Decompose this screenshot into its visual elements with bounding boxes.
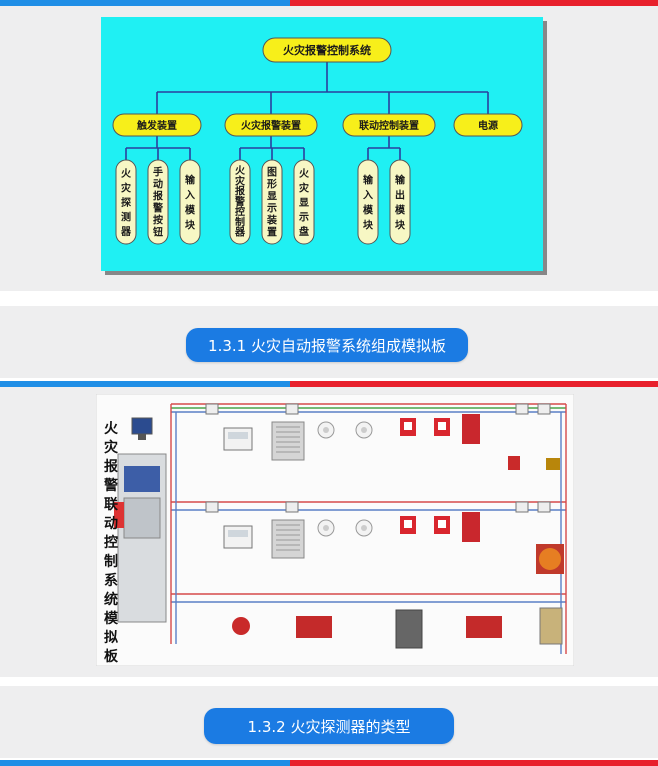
module-icon bbox=[515, 501, 529, 513]
child-node-char: 置 bbox=[267, 226, 277, 238]
child-node-char: 模 bbox=[185, 204, 196, 217]
child-node-char: 模 bbox=[363, 204, 374, 217]
child-node-char: 块 bbox=[185, 219, 196, 232]
group-node bbox=[342, 113, 436, 137]
child-node-char: 器 bbox=[120, 226, 132, 238]
child-node bbox=[115, 159, 137, 245]
caption-detector-types: 1.3.2 火灾探测器的类型 bbox=[204, 708, 454, 744]
group-node bbox=[453, 113, 523, 137]
child-node-char: 出 bbox=[395, 189, 405, 202]
siren-icon bbox=[508, 456, 520, 470]
caption-system-composition: 1.3.1 火灾自动报警系统组成模拟板 bbox=[186, 328, 468, 362]
child-node-char: 灾 bbox=[121, 182, 132, 195]
group-node-label: 电源 bbox=[478, 119, 498, 132]
child-node-char: 显 bbox=[299, 197, 309, 209]
alarm-bell-icon bbox=[462, 414, 480, 444]
valve-icon bbox=[546, 458, 560, 470]
top-stripe bbox=[0, 0, 658, 6]
child-node-char: 钮 bbox=[152, 225, 163, 238]
group-node bbox=[112, 113, 202, 137]
child-node-char: 火 bbox=[235, 165, 246, 177]
module-icon bbox=[205, 501, 219, 513]
child-node-char: 警 bbox=[152, 201, 163, 214]
child-node-char: 警 bbox=[234, 195, 245, 208]
child-node-char: 形 bbox=[267, 178, 277, 190]
group-node bbox=[224, 113, 318, 137]
child-node-char: 按 bbox=[153, 213, 163, 226]
child-node-char: 输 bbox=[185, 174, 196, 187]
child-node-char: 测 bbox=[121, 210, 131, 223]
child-node-char: 动 bbox=[153, 177, 163, 190]
child-node bbox=[179, 159, 201, 245]
child-node-char: 块 bbox=[363, 219, 374, 232]
child-node-char: 火 bbox=[299, 168, 310, 180]
elevator-icon bbox=[539, 607, 563, 645]
group-node-label: 联动控制装置 bbox=[359, 119, 419, 132]
child-node-char: 装 bbox=[266, 213, 277, 226]
child-node-char: 入 bbox=[185, 190, 195, 202]
pump-icon bbox=[296, 616, 332, 638]
child-node-char: 报 bbox=[153, 189, 163, 202]
group-node-label: 触发装置 bbox=[136, 119, 177, 132]
module-icon bbox=[537, 501, 551, 513]
fire-alarm-system-diagram: 火灾报警控制系统触发装置火灾探测器手动报警按钮输入模块火灾报警装置火灾报警控制器… bbox=[101, 17, 547, 275]
child-node-char: 探 bbox=[121, 196, 131, 209]
group-node-label: 火灾报警装置 bbox=[241, 119, 301, 132]
child-node-char: 输 bbox=[363, 174, 374, 187]
child-node-char: 示 bbox=[299, 211, 309, 223]
board-title: 火灾报警联动控制系统模拟板 bbox=[104, 421, 118, 665]
child-node-char: 示 bbox=[267, 202, 277, 214]
child-node-char: 图 bbox=[267, 166, 277, 178]
root-node bbox=[262, 37, 392, 63]
child-node-char: 显 bbox=[267, 190, 277, 202]
child-node bbox=[357, 159, 379, 245]
pump-icon bbox=[466, 616, 502, 638]
child-node bbox=[229, 159, 251, 245]
bell-icon bbox=[232, 617, 250, 635]
child-node bbox=[147, 159, 169, 245]
child-node-char: 盘 bbox=[299, 225, 309, 238]
child-node-char: 手 bbox=[153, 165, 163, 178]
root-node-label: 火灾报警控制系统 bbox=[283, 43, 371, 57]
alarm-bell-icon bbox=[462, 512, 480, 542]
speaker-icon bbox=[271, 421, 305, 461]
simulation-board-photo bbox=[96, 394, 574, 666]
module-icon bbox=[515, 403, 529, 415]
child-node-char: 输 bbox=[395, 174, 406, 187]
child-node-char: 器 bbox=[234, 227, 246, 239]
child-node-char: 报 bbox=[235, 185, 245, 198]
child-node bbox=[389, 159, 411, 245]
bottom-stripe bbox=[0, 760, 658, 766]
speaker-icon bbox=[271, 519, 305, 559]
module-icon bbox=[285, 403, 299, 415]
child-node-char: 火 bbox=[121, 168, 132, 180]
child-node-char: 块 bbox=[395, 219, 406, 232]
cabinet-icon bbox=[395, 609, 423, 649]
child-node-char: 灾 bbox=[299, 182, 310, 195]
module-icon bbox=[285, 501, 299, 513]
child-node-char: 入 bbox=[363, 190, 373, 202]
child-node-char: 模 bbox=[395, 204, 406, 217]
child-node bbox=[261, 159, 283, 245]
child-node-char: 制 bbox=[235, 215, 245, 228]
child-node-char: 灾 bbox=[235, 174, 246, 187]
child-node bbox=[293, 159, 315, 245]
module-icon bbox=[537, 403, 551, 415]
child-node-char: 控 bbox=[235, 205, 245, 218]
middle-stripe bbox=[0, 381, 658, 387]
module-icon bbox=[205, 403, 219, 415]
